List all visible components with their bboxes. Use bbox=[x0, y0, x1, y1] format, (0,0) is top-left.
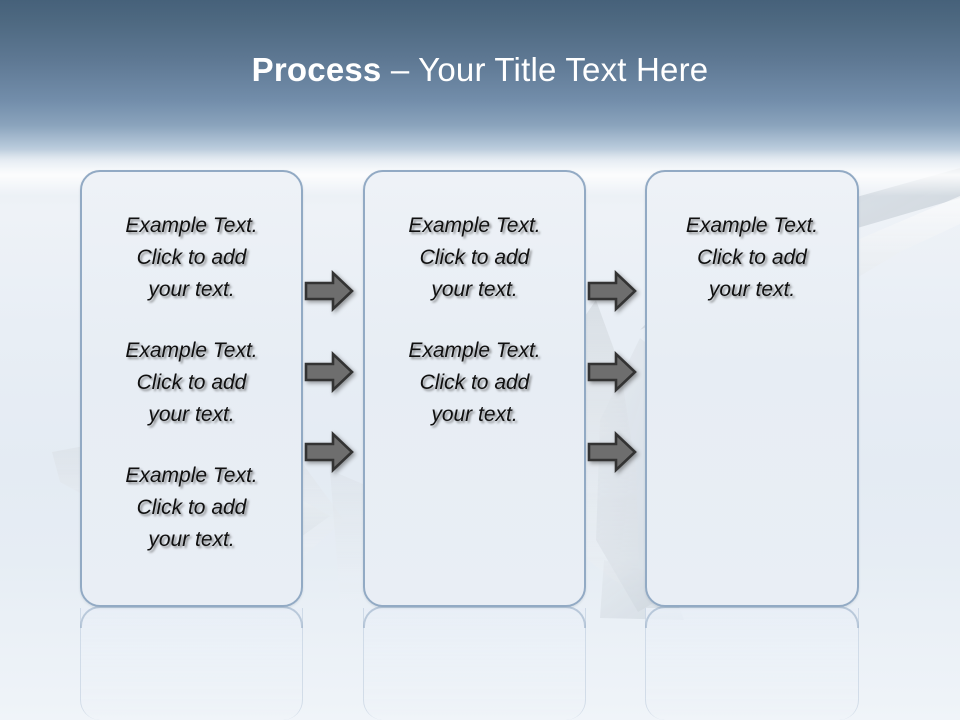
process-box-2-text-2[interactable]: Example Text. Click to add your text. bbox=[408, 339, 541, 426]
process-box-1-text-3[interactable]: Example Text. Click to add your text. bbox=[125, 464, 258, 551]
page-title-rest: – Your Title Text Here bbox=[381, 51, 709, 88]
right-arrow-icon-2c[interactable] bbox=[586, 431, 638, 473]
process-box-3-text-1[interactable]: Example Text. Click to add your text. bbox=[685, 214, 819, 301]
right-arrow-icon-1a[interactable] bbox=[303, 270, 355, 312]
right-arrow-icon-1c[interactable] bbox=[303, 431, 355, 473]
right-arrow-icon-2a[interactable] bbox=[586, 270, 638, 312]
page-title-strong: Process bbox=[251, 51, 382, 88]
page-title: Process – Your Title Text Here bbox=[0, 50, 960, 90]
process-box-2[interactable]: Example Text. Click to add your text. Ex… bbox=[363, 170, 586, 607]
process-box-1-text-2[interactable]: Example Text. Click to add your text. bbox=[125, 339, 258, 426]
right-arrow-icon-1b[interactable] bbox=[303, 351, 355, 393]
process-box-1[interactable]: Example Text. Click to add your text. Ex… bbox=[80, 170, 303, 607]
right-arrow-icon-2b[interactable] bbox=[586, 351, 638, 393]
process-box-3[interactable]: Example Text. Click to add your text. bbox=[645, 170, 859, 607]
process-box-1-text-1[interactable]: Example Text. Click to add your text. bbox=[125, 214, 258, 301]
process-box-2-text-1[interactable]: Example Text. Click to add your text. bbox=[408, 214, 541, 301]
